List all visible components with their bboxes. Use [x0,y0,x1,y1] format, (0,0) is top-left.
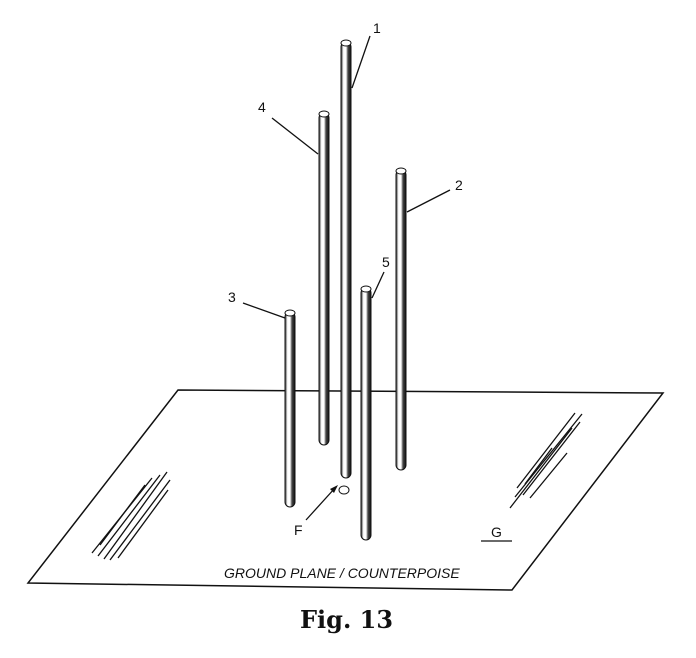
label-3: 3 [228,289,236,305]
label-feed: F [294,522,303,538]
element-5-rod [360,285,372,541]
label-1: 1 [373,20,381,36]
leader-1 [351,35,371,89]
leader-3 [242,302,286,319]
label-ground: G [491,524,502,540]
leader-5 [371,271,385,299]
element-3-rod [284,309,296,508]
feed-arrow [305,487,336,521]
label-2: 2 [455,177,463,193]
element-4-rod [318,110,330,446]
label-4: 4 [258,99,266,115]
leader-2 [406,189,451,213]
hatch-right [509,412,583,509]
leader-4 [271,117,319,155]
element-2-rod [395,167,407,471]
feed-point [338,485,350,495]
element-1-rod [340,39,352,479]
figure-caption: Fig. 13 [300,605,393,634]
label-5: 5 [382,254,390,270]
plane-label: GROUND PLANE / COUNTERPOISE [224,565,460,581]
hatch-left [91,471,171,561]
feed-arrowhead [330,485,338,493]
